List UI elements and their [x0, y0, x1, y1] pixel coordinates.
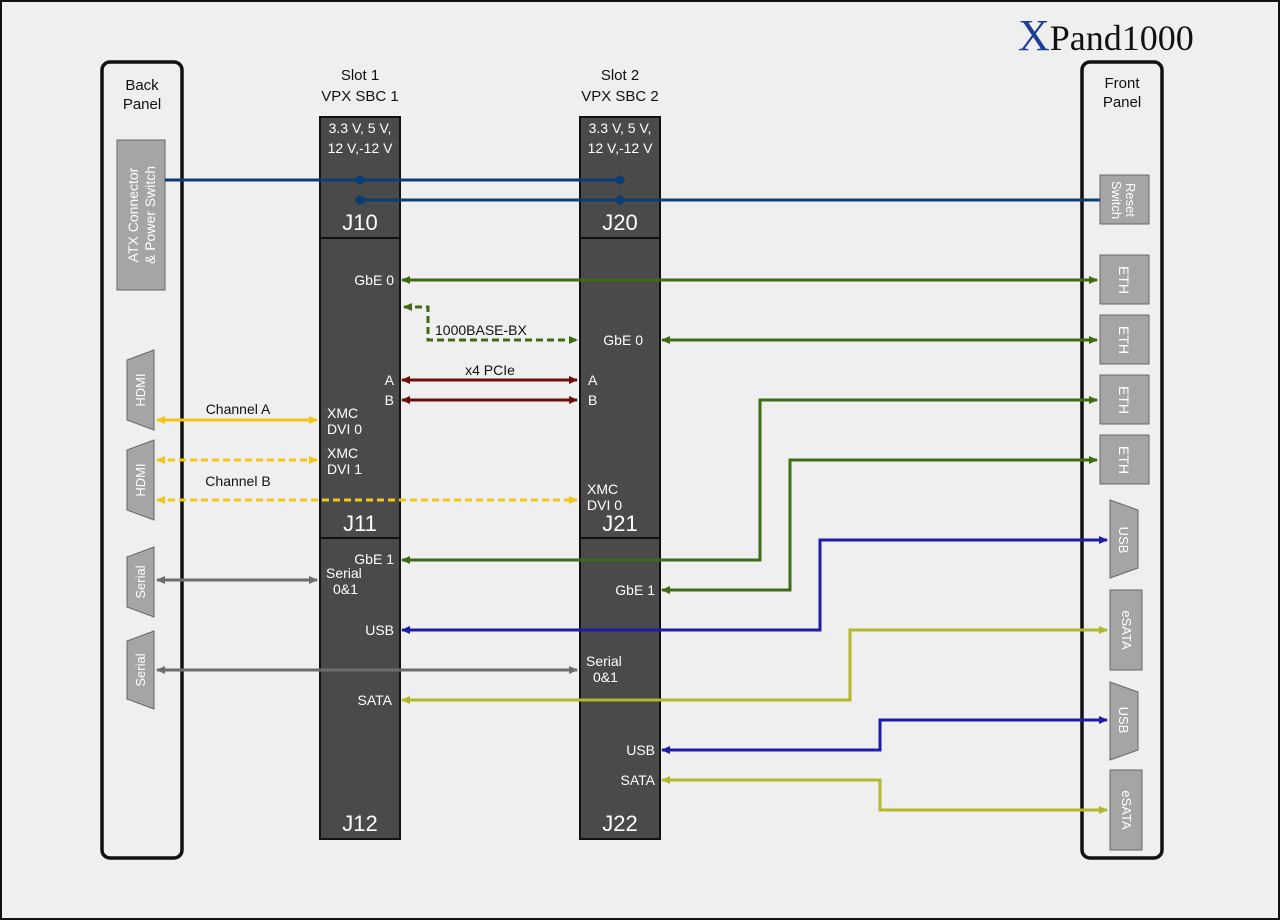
eth-port-2: ETH — [1099, 314, 1150, 365]
serial-port-1: Serial — [126, 546, 155, 618]
sbc2-gbe0-label: GbE 0 — [603, 332, 643, 348]
sbc1-sata-label: SATA — [358, 692, 393, 708]
power-node-sbc1-reset — [355, 195, 365, 205]
svg-text:HDMI: HDMI — [133, 463, 148, 496]
serial-port-2: Serial — [126, 630, 155, 710]
power-node-sbc2-reset — [615, 195, 625, 205]
title-x: X — [1018, 11, 1050, 60]
eth-port-4: ETH — [1099, 434, 1150, 485]
reset-switch-port: ResetSwitch — [1099, 174, 1150, 225]
sbc1-gbe1-label: GbE 1 — [354, 551, 394, 567]
svg-text:eSATA: eSATA — [1119, 610, 1134, 650]
sbc1-gbe0-label: GbE 0 — [354, 272, 394, 288]
connector-j20: J20 — [602, 210, 637, 235]
svg-text:USB: USB — [1116, 707, 1131, 734]
svg-text:ResetSwitch: ResetSwitch — [1109, 181, 1138, 219]
svg-text:ATX Connector& Power Switch: ATX Connector& Power Switch — [125, 166, 158, 264]
esata-port-2: eSATA — [1109, 769, 1143, 851]
hdmi-port-2: HDMI — [126, 439, 155, 521]
svg-text:ETH: ETH — [1116, 266, 1132, 294]
link-label-channel-a: Channel A — [206, 401, 271, 417]
svg-text:eSATA: eSATA — [1119, 790, 1134, 830]
sbc2-usb-label: USB — [626, 742, 655, 758]
eth-line-1000base-bx — [403, 303, 578, 344]
atx-connector-port: ATX Connector& Power Switch — [116, 139, 166, 291]
eth-port-1: ETH — [1099, 254, 1150, 305]
eth-port-3: ETH — [1099, 374, 1150, 425]
sbc2-power-label: 3.3 V, 5 V,12 V,-12 V — [588, 120, 654, 156]
link-label-pcie: x4 PCIe — [465, 362, 515, 378]
connector-j10: J10 — [342, 210, 377, 235]
svg-text:ETH: ETH — [1116, 386, 1132, 414]
sbc2-sata-label: SATA — [621, 772, 656, 788]
connector-j12: J12 — [342, 811, 377, 836]
svg-text:USB: USB — [1116, 527, 1131, 554]
connector-j21: J21 — [602, 511, 637, 536]
link-label-channel-b: Channel B — [205, 473, 270, 489]
sbc1-usb-label: USB — [365, 622, 394, 638]
usb-port-1: USB — [1109, 499, 1139, 579]
sbc2-pcie-a-label: A — [588, 372, 598, 388]
svg-text:Serial: Serial — [133, 653, 148, 686]
sbc1-pcie-a-label: A — [385, 372, 395, 388]
sbc1-power-label: 3.3 V, 5 V,12 V,-12 V — [328, 120, 394, 156]
sbc2-gbe1-label: GbE 1 — [615, 582, 655, 598]
svg-text:HDMI: HDMI — [133, 373, 148, 406]
sata-line-sbc2 — [661, 776, 1108, 814]
svg-text:ETH: ETH — [1116, 326, 1132, 354]
esata-port-1: eSATA — [1109, 589, 1143, 671]
power-node-sbc1-atx — [355, 175, 365, 185]
power-node-sbc2-atx — [615, 175, 625, 185]
title-rest: Pand1000 — [1050, 18, 1194, 58]
sbc1-pcie-b-label: B — [385, 392, 394, 408]
svg-text:Serial: Serial — [133, 565, 148, 598]
usb-line-sbc2 — [661, 716, 1108, 754]
sata-line-sbc1 — [401, 626, 1108, 704]
link-label-1000base-bx: 1000BASE-BX — [435, 322, 527, 338]
connector-j11: J11 — [343, 511, 377, 536]
hdmi-port-1: HDMI — [126, 349, 155, 431]
svg-text:ETH: ETH — [1116, 446, 1132, 474]
connector-j22: J22 — [602, 811, 637, 836]
sbc2-pcie-b-label: B — [588, 392, 597, 408]
usb-port-2: USB — [1109, 681, 1139, 761]
diagram-title: XPand1000 — [1018, 11, 1194, 60]
